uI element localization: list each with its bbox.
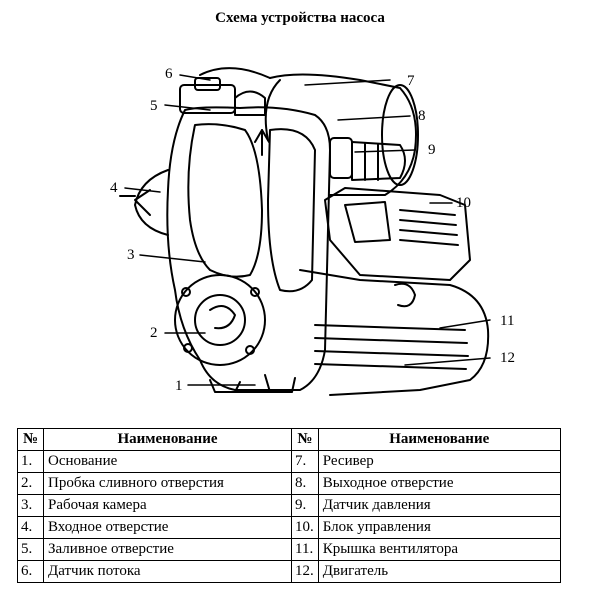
callout-10: 10 [456,195,471,211]
callout-leaders [124,74,491,386]
pump-drawing: 1 2 3 4 5 6 7 8 9 10 11 12 [110,66,515,396]
callout-8: 8 [418,108,426,124]
callout-1: 1 [175,378,183,394]
part-name: Двигатель [317,560,561,583]
pump-body [166,106,331,391]
filler-cap [179,67,271,116]
table-row: 2. Пробка сливного отверстия 8. Выходное… [17,472,561,495]
callout-9: 9 [428,142,436,158]
pump-base [209,374,296,393]
callout-12: 12 [500,350,515,366]
part-name: Датчик потока [43,560,292,583]
part-number: 4. [17,516,44,539]
callout-7: 7 [407,73,415,89]
header-number-2: № [291,428,319,451]
header-name-2: Наименование [317,428,561,451]
part-name: Крышка вентилятора [317,538,561,561]
part-number: 11. [291,538,319,561]
part-number: 9. [291,494,319,517]
part-number: 5. [17,538,44,561]
part-number: 1. [17,450,44,473]
part-name: Выходное отверстие [317,472,561,495]
part-name: Пробка сливного отверстия [43,472,292,495]
parts-table: № Наименование № Наименование 1. Основан… [17,428,561,583]
callout-4: 4 [110,180,118,196]
part-number: 10. [291,516,319,539]
callout-2: 2 [150,325,158,341]
part-number: 6. [17,560,44,583]
part-number: 2. [17,472,44,495]
table-header-row: № Наименование № Наименование [17,428,561,451]
part-name: Ресивер [317,450,561,473]
table-row: 5. Заливное отверстие 11. Крышка вентиля… [17,538,561,561]
pump-diagram: 1 2 3 4 5 6 7 8 9 10 11 12 [0,30,600,420]
part-number: 3. [17,494,44,517]
motor [299,269,490,396]
part-name: Блок управления [317,516,561,539]
part-name: Входное отверстие [43,516,292,539]
table-row: 4. Входное отверстие 10. Блок управления [17,516,561,539]
part-number: 7. [291,450,319,473]
table-row: 3. Рабочая камера 9. Датчик давления [17,494,561,517]
part-name: Основание [43,450,292,473]
header-number: № [17,428,44,451]
part-number: 12. [291,560,319,583]
table-row: 1. Основание 7. Ресивер [17,450,561,473]
part-name: Датчик давления [317,494,561,517]
part-number: 8. [291,472,319,495]
table-row: 6. Датчик потока 12. Двигатель [17,560,561,583]
inlet-port [119,169,169,236]
part-name: Заливное отверстие [43,538,292,561]
callout-3: 3 [127,247,135,263]
callout-6: 6 [165,66,173,82]
receiver-tank [264,73,419,196]
header-name: Наименование [43,428,292,451]
diagram-title: Схема устройства насоса [215,10,385,26]
part-name: Рабочая камера [43,494,292,517]
drain-plug [174,274,266,366]
pressure-sensor [329,137,406,181]
control-box [324,187,471,281]
callout-5: 5 [150,98,158,114]
callout-11: 11 [500,313,514,329]
